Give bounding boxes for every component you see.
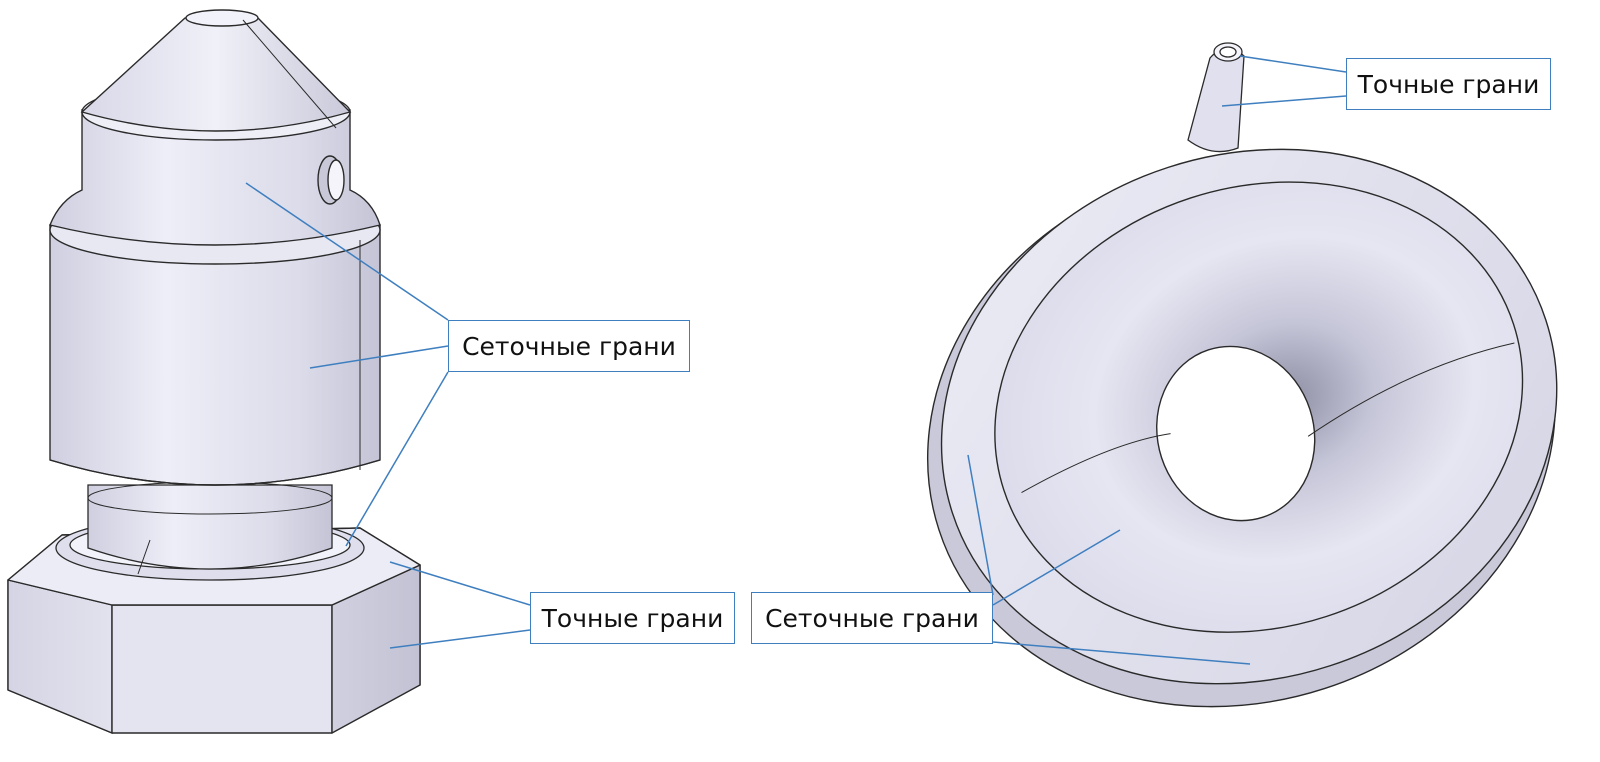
label-right-exact-faces: Точные грани [1346,58,1551,110]
cone-tip [80,9,352,132]
funnel-part [926,148,1558,708]
spout [1187,42,1245,153]
nozzle-part [7,9,421,734]
label-left-mesh-faces: Сеточные грани [448,320,690,372]
leader-lines [245,55,1347,665]
neck [55,481,365,581]
label-left-exact-faces: Точные грани [530,592,735,644]
label-right-mesh-faces: Сеточные грани [751,592,993,644]
